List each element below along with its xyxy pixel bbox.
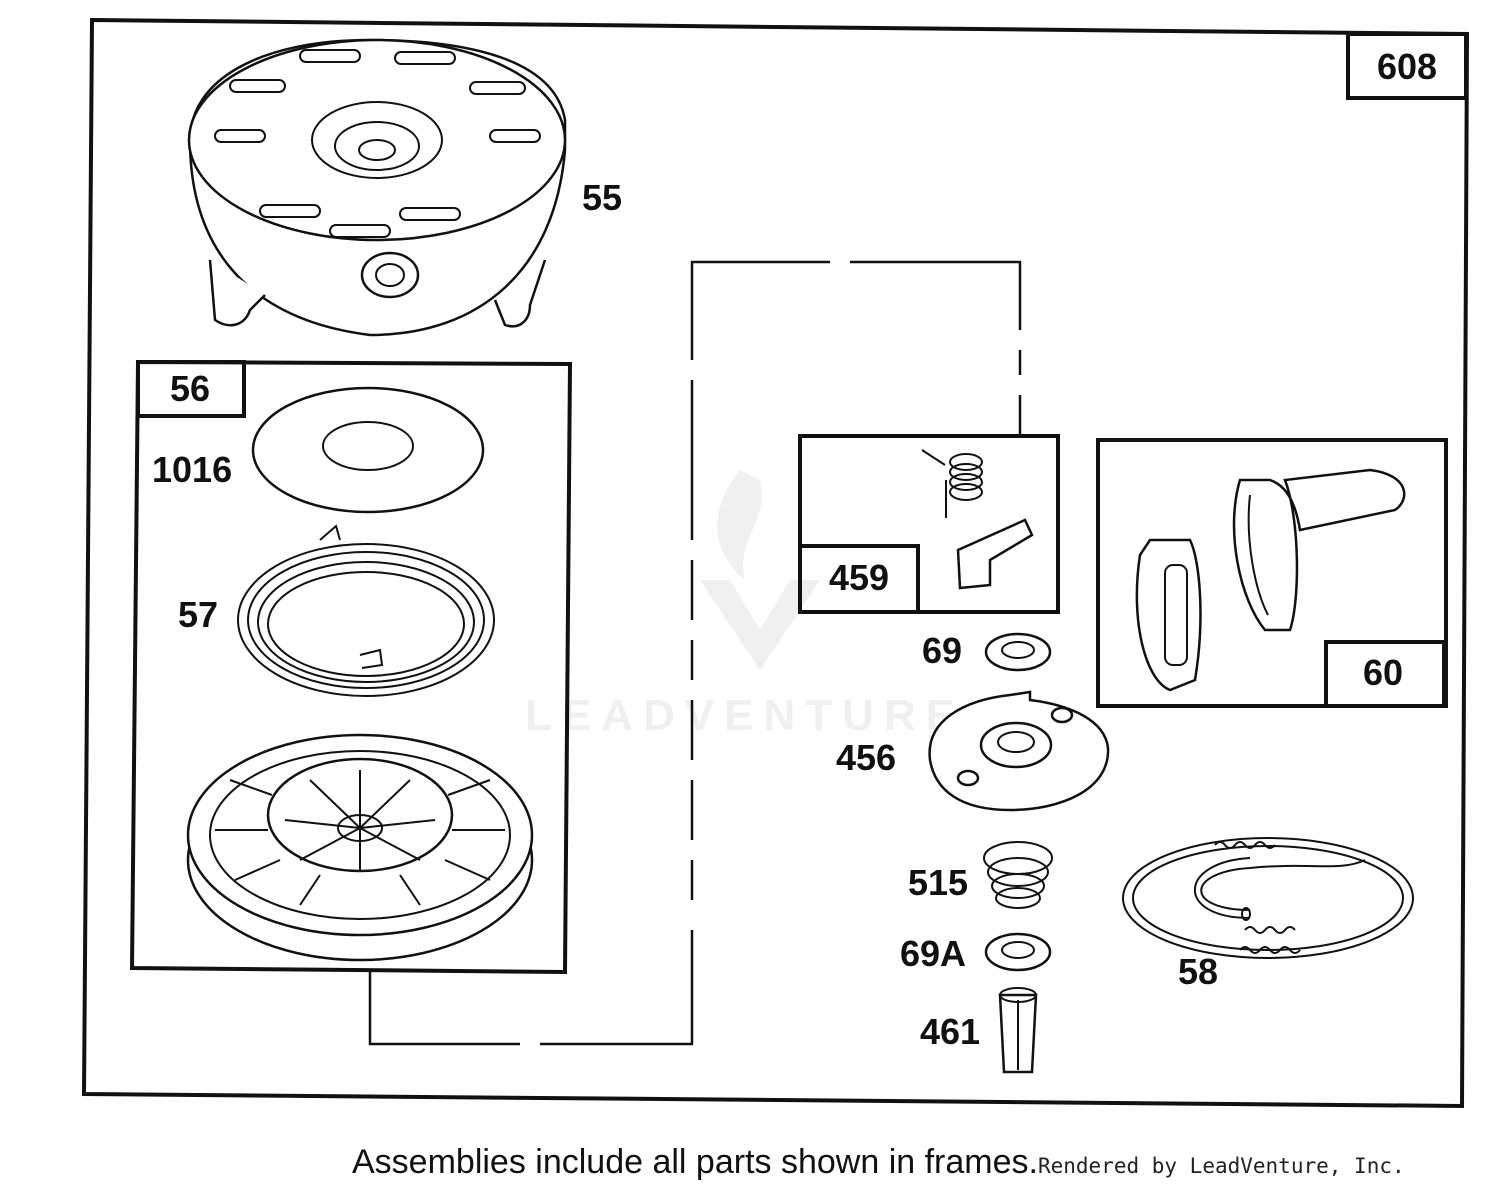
label-69a: 69A: [900, 933, 966, 974]
watermark-logo: LEADVENTURE: [525, 470, 965, 740]
ratchet-part-456: [928, 690, 1110, 812]
caption-credit: Rendered by LeadVenture, Inc.: [1037, 1154, 1405, 1178]
caption-text: Assemblies include all parts shown in fr…: [352, 1143, 1038, 1181]
starter-handle-part-60: [1135, 468, 1406, 692]
label-57: 57: [178, 594, 218, 635]
label-1016: 1016: [152, 449, 232, 490]
spring-part-515: [983, 841, 1053, 909]
connector-lines: [368, 260, 1022, 1046]
label-459: 459: [829, 557, 889, 598]
sub-assembly-frame-60: [1096, 438, 1448, 708]
caption: Assemblies include all parts shown in fr…: [352, 1143, 1405, 1182]
washer-part-69a: [984, 932, 1052, 972]
pulley-part: [186, 733, 534, 962]
label-608: 608: [1377, 46, 1437, 87]
label-456: 456: [836, 737, 896, 778]
starter-rope-part-58: [1122, 837, 1414, 959]
label-60: 60: [1363, 652, 1403, 693]
starter-housing-part-55: [187, 38, 567, 337]
frame-label-box-459: [798, 544, 920, 614]
label-69: 69: [922, 630, 962, 671]
label-461: 461: [920, 1011, 980, 1052]
label-56: 56: [170, 368, 210, 409]
frame-label-box-56: [136, 360, 246, 418]
label-515: 515: [908, 862, 968, 903]
frame-label-box-60: [1324, 640, 1446, 708]
sub-assembly-frame-459: [798, 434, 1060, 614]
main-assembly-frame: [81, 17, 1470, 1109]
retainer-part-461: [998, 987, 1038, 1074]
watermark-text: LEADVENTURE: [525, 691, 965, 740]
sub-assembly-frame-56: [129, 359, 573, 975]
label-58: 58: [1178, 951, 1218, 992]
pawl-spring-and-pawl: [921, 449, 1034, 590]
label-55: 55: [582, 177, 622, 218]
washer-part-69: [984, 632, 1052, 672]
rewind-spring-part-57: [237, 524, 495, 697]
washer-part-1016: [251, 386, 485, 514]
frame-label-box-608: [1346, 32, 1468, 100]
